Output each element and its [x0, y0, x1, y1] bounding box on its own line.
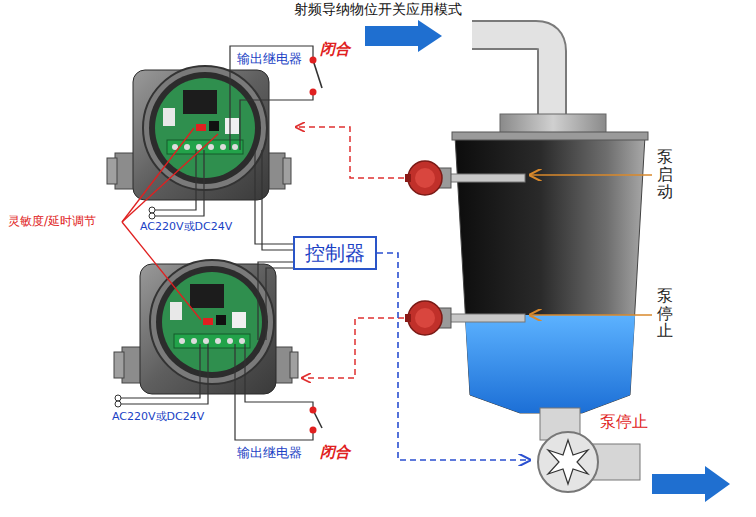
- inlet-pipe-outline: [472, 35, 552, 120]
- start-level-pointer: [530, 174, 652, 176]
- controller-label: 控制器: [305, 241, 365, 265]
- lower-transmitter: [114, 260, 298, 394]
- pump-impeller: [548, 440, 588, 484]
- relay-output-label: 输出继电器: [237, 445, 302, 461]
- lower-relay-wires: [235, 344, 322, 440]
- upper-controller-wires: [255, 150, 294, 250]
- pump-node: 泵停止: [530, 410, 652, 492]
- relay-contact: [310, 427, 317, 434]
- power-terminal: [115, 395, 121, 401]
- power-terminal: [115, 401, 121, 407]
- power-terminal: [149, 213, 155, 219]
- lower-power-wires: [121, 344, 208, 404]
- closed-state-label: 闭合: [320, 40, 350, 58]
- lower-signal-line: [302, 318, 404, 378]
- lower-probe: [405, 301, 525, 335]
- closed-state-label: 闭合: [320, 443, 350, 461]
- inlet-pipe: [472, 35, 552, 120]
- pump-start-level-label: 泵启动: [657, 148, 673, 201]
- outflow-arrow: [652, 466, 730, 502]
- relay-contact: [310, 407, 317, 414]
- relay-contact: [310, 89, 317, 96]
- relay-contact: [310, 57, 317, 64]
- lower-controller-wires: [258, 262, 294, 340]
- pump-status-label: 泵停止: [600, 412, 648, 431]
- controller-box: 控制器: [293, 236, 377, 270]
- adjust-label: 灵敏度/延时调节: [8, 214, 96, 228]
- stop-level-pointer: [530, 314, 652, 316]
- upper-transmitter: [107, 66, 291, 200]
- adjust-leaders: [122, 128, 218, 320]
- relay-output-label: 输出继电器: [237, 51, 302, 67]
- power-supply-label: AC220V或DC24V: [112, 410, 204, 423]
- inflow-arrow: [365, 20, 442, 52]
- pump-stop-level-label: 泵停止: [657, 287, 673, 340]
- tank-rim: [452, 132, 648, 140]
- upper-signal-line: [296, 127, 404, 178]
- power-supply-label: AC220V或DC24V: [140, 220, 232, 233]
- liquid: [465, 315, 635, 413]
- pump-body: [538, 432, 598, 492]
- diagram-title: 射频导纳物位开关应用模式: [0, 1, 756, 18]
- power-terminal: [149, 207, 155, 213]
- upper-probe: [405, 161, 525, 195]
- upper-power-wires: [155, 150, 204, 216]
- control-connector: [377, 253, 530, 460]
- upper-relay-wires: [230, 46, 322, 150]
